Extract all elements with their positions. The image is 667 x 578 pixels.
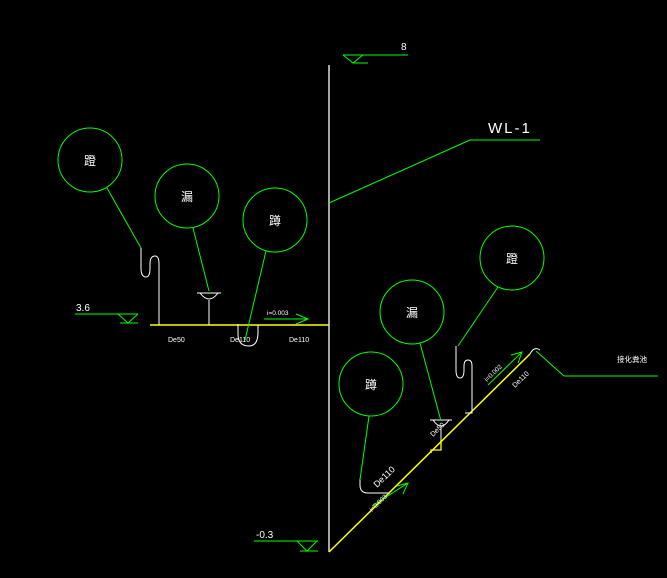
elevation-top-value: 8: [401, 42, 407, 53]
lower-pipe-label-3: De110: [512, 370, 531, 389]
upper-bubble-middle-label: 漏: [181, 190, 193, 204]
elevation-mark-bottom: [254, 540, 318, 552]
elevation-mark-top: [342, 54, 408, 64]
upper-floor-drain-icon: [197, 292, 221, 325]
lower-slope-arrow-upper: [487, 351, 523, 386]
lower-bubble-middle-label: 漏: [406, 306, 418, 320]
upper-pipe-label-2: De110: [230, 337, 250, 344]
upper-right-trap: [237, 324, 259, 347]
upper-slope-arrow: [264, 313, 310, 325]
elevation-bottom-value: -0.3: [256, 530, 274, 541]
upper-left-trap: [140, 248, 160, 325]
upper-pipe-label-1: De50: [168, 337, 185, 344]
upper-bubble-right-label: 蹲: [269, 214, 281, 228]
lower-bubble-right: [457, 225, 545, 347]
lower-bubble-middle: [379, 279, 445, 422]
lower-bubble-right-label: 蹬: [506, 252, 518, 266]
riser-label: WL-1: [488, 120, 532, 137]
upper-slope-label: i=0.003: [267, 310, 289, 317]
lower-slope-arrow-lower: [371, 482, 409, 507]
lower-slope-label-lower: i=0.003: [369, 493, 390, 513]
lower-branch-pipe: [328, 353, 531, 553]
riser-label-leader: [328, 139, 540, 204]
outlet-label: 接化粪池: [617, 354, 647, 364]
upper-bubble-middle: [154, 163, 220, 292]
lower-bubble-left: [338, 351, 404, 481]
upper-pipe-label-3: De110: [289, 337, 309, 344]
elevation-mid-value: 3.6: [76, 303, 90, 314]
upper-bubble-left-label: 蹬: [84, 154, 96, 168]
upper-bubble-left: [57, 127, 142, 249]
lower-pipe-label-2: De50: [430, 422, 447, 439]
lower-right-trap: [455, 346, 473, 414]
upper-bubble-right: [242, 187, 308, 341]
lower-outlet-hook: [529, 348, 541, 355]
outlet-leader: [535, 350, 658, 377]
lower-slope-label-upper: i=0.002: [484, 363, 505, 383]
lower-left-trap: [359, 478, 390, 494]
lower-pipe-label-1: De110: [371, 464, 397, 489]
lower-bubble-left-label: 蹲: [365, 378, 377, 392]
elevation-mark-mid: [75, 313, 139, 324]
